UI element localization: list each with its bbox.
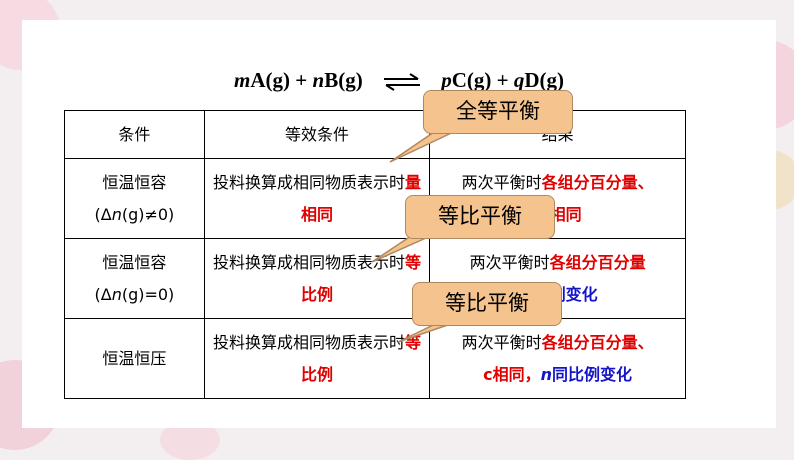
condition-cell: 恒温恒容 (Δn(g)≠0): [64, 158, 205, 239]
condition-cell: 恒温恒压: [64, 318, 205, 399]
table-row: 恒温恒压 投料换算成相同物质表示时等比例 两次平衡时各组分百分量、 c相同，n同…: [64, 318, 686, 399]
header-equivalent-condition: 等效条件: [203, 110, 431, 159]
callout-proportional-equilibrium: 等比平衡: [405, 195, 555, 239]
equivalent-cell: 投料换算成相同物质表示时量相同: [203, 158, 431, 239]
callout-congruent-equilibrium: 全等平衡: [423, 90, 573, 134]
callout-pointers: [371, 127, 475, 343]
reaction-equation: mA(g) + nB(g) pC(g) + qD(g): [234, 68, 564, 92]
callout-proportional-equilibrium: 等比平衡: [412, 282, 562, 326]
result-cell: 两次平衡时各组分百分量、 c相同，n同比例变化: [429, 318, 686, 399]
table-header-row: 条件 等效条件 结果: [64, 110, 686, 159]
equivalent-cell: 投料换算成相同物质表示时等比例: [203, 318, 431, 399]
equilibrium-arrow-icon: [383, 73, 420, 92]
equivalent-equilibrium-table: 条件 等效条件 结果 恒温恒容 (Δn(g)≠0) 投料换算成相同物质表示时量相…: [64, 110, 686, 399]
header-condition: 条件: [64, 110, 205, 159]
